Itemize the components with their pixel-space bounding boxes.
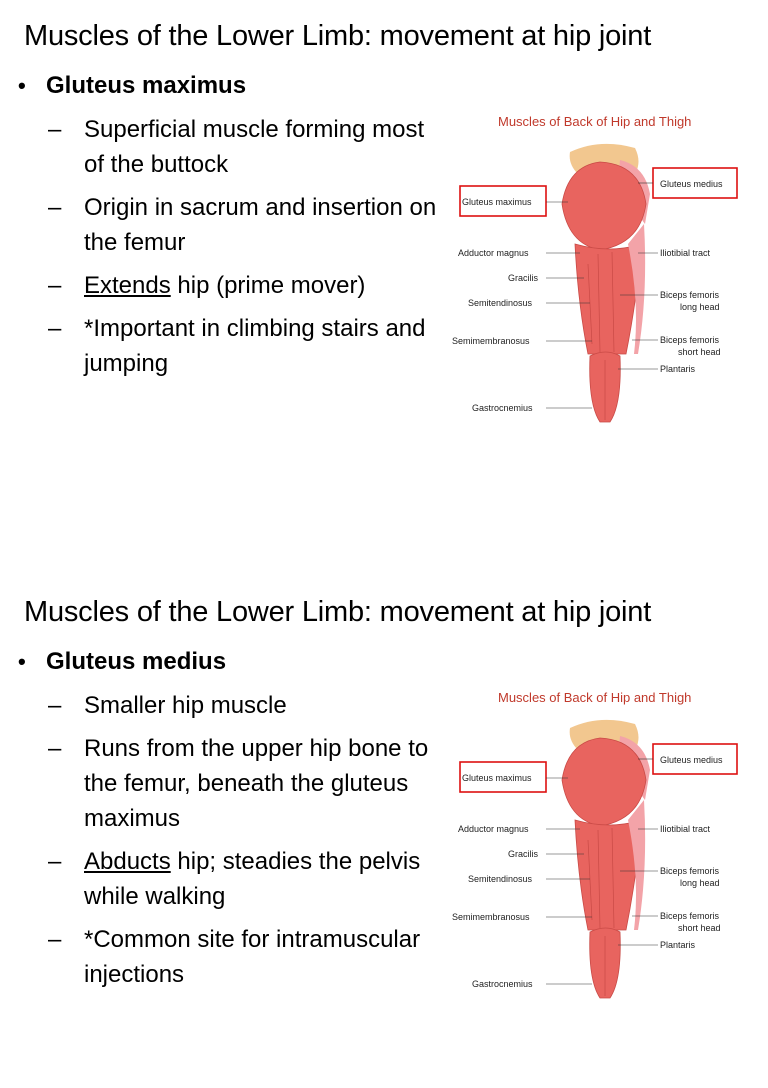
- gluteus-maximus-shape: [561, 161, 647, 251]
- label-gastrocnemius: Gastrocnemius: [472, 403, 533, 413]
- label-biceps-long: Biceps femoris: [660, 866, 720, 876]
- label-semitendinosus: Semitendinosus: [468, 298, 533, 308]
- bullet-dot-icon: •: [18, 73, 26, 98]
- label-semitendinosus: Semitendinosus: [468, 874, 533, 884]
- label-gluteus-medius: Gluteus medius: [660, 755, 723, 765]
- iliotibial-tract-shape: [628, 800, 646, 930]
- slide-1: Muscles of the Lower Limb: movement at h…: [0, 0, 768, 512]
- sub-bullet-text: *Important in climbing stairs and jumpin…: [84, 315, 426, 377]
- main-bullet: • Gluteus medius: [18, 648, 226, 676]
- slide-2: Muscles of the Lower Limb: movement at h…: [0, 576, 768, 1088]
- gluteus-maximus-shape: [561, 737, 647, 827]
- underlined-text: Abducts: [84, 848, 171, 875]
- muscle-fiber-lines: [587, 251, 615, 353]
- label-biceps-long: Biceps femoris: [660, 290, 720, 300]
- muscle-fiber-lines: [587, 827, 615, 929]
- underlined-text: Extends: [84, 272, 171, 299]
- label-biceps-short: Biceps femoris: [660, 335, 720, 345]
- sub-bullet: –*Common site for intramuscular injectio…: [48, 926, 421, 988]
- figure-title: Muscles of Back of Hip and Thigh: [498, 690, 691, 705]
- sub-bullet: –Origin in sacrum and insertion on the f…: [48, 194, 437, 256]
- label-biceps-short: Biceps femoris: [660, 911, 720, 921]
- bullet-text: Gluteus maximus: [46, 72, 247, 99]
- gluteus-maximus-highlight-box: [459, 761, 547, 793]
- main-bullet: • Gluteus maximus: [18, 72, 246, 100]
- sub-bullet-text: Superficial muscle forming most of the b…: [84, 116, 425, 178]
- sub-bullet: –Smaller hip muscle: [48, 692, 287, 719]
- label-adductor-magnus: Adductor magnus: [458, 824, 529, 834]
- sub-bullet: –Abducts hip; steadies the pelvis while …: [48, 848, 421, 910]
- gluteus-maximus-highlight-box: [459, 185, 547, 217]
- sub-bullet-text: hip (prime mover): [170, 272, 366, 299]
- label-iliotibial-tract: Iliotibial tract: [660, 824, 711, 834]
- sub-bullet: –Extends hip (prime mover): [48, 272, 366, 299]
- label-semimembranosus: Semimembranosus: [452, 912, 530, 922]
- label-biceps-short-head: short head: [678, 347, 721, 357]
- thigh-muscle-illustration: Muscles of Back of Hip and Thigh Gluteus…: [452, 690, 738, 999]
- thigh-muscles-shape: [574, 819, 643, 931]
- label-plantaris: Plantaris: [660, 940, 696, 950]
- sub-bullet-text: *Common site for intramuscular injection…: [84, 926, 421, 988]
- figure-title: Muscles of Back of Hip and Thigh: [498, 114, 691, 129]
- sub-bullet: –*Important in climbing stairs and jumpi…: [48, 315, 426, 377]
- label-gracilis: Gracilis: [508, 849, 539, 859]
- sub-bullet-list: –Superficial muscle forming most of the …: [48, 112, 448, 389]
- sub-bullet-text: Smaller hip muscle: [84, 692, 287, 719]
- label-biceps-long-head: long head: [680, 302, 720, 312]
- iliotibial-tract-shape: [628, 224, 646, 354]
- label-gluteus-maximus: Gluteus maximus: [462, 197, 532, 207]
- anatomy-figure: Muscles of Back of Hip and Thigh Gluteus…: [450, 104, 750, 434]
- bullet-dot-icon: •: [18, 649, 26, 674]
- sub-bullet-text: hip; steadies the pelvis while walking: [84, 848, 421, 910]
- slide-title: Muscles of the Lower Limb: movement at h…: [24, 596, 652, 628]
- label-gluteus-medius: Gluteus medius: [660, 179, 723, 189]
- label-iliotibial-tract: Iliotibial tract: [660, 248, 711, 258]
- sub-bullet-text: Runs from the upper hip bone to the femu…: [84, 735, 429, 832]
- thigh-muscles-shape: [574, 243, 643, 355]
- label-plantaris: Plantaris: [660, 364, 696, 374]
- label-gastrocnemius: Gastrocnemius: [472, 979, 533, 989]
- sub-bullet: –Runs from the upper hip bone to the fem…: [48, 735, 429, 832]
- bullet-text: Gluteus medius: [46, 648, 227, 675]
- thigh-muscle-illustration: Muscles of Back of Hip and Thigh Gluteus…: [452, 114, 738, 423]
- sub-bullet: –Superficial muscle forming most of the …: [48, 116, 425, 178]
- sub-bullet-text: Origin in sacrum and insertion on the fe…: [84, 194, 437, 256]
- label-semimembranosus: Semimembranosus: [452, 336, 530, 346]
- label-biceps-long-head: long head: [680, 878, 720, 888]
- label-biceps-short-head: short head: [678, 923, 721, 933]
- label-gracilis: Gracilis: [508, 273, 539, 283]
- sub-bullet-list: –Smaller hip muscle –Runs from the upper…: [48, 688, 448, 1000]
- label-gluteus-maximus: Gluteus maximus: [462, 773, 532, 783]
- anatomy-figure: Muscles of Back of Hip and Thigh Gluteus…: [450, 680, 750, 1010]
- slide-title: Muscles of the Lower Limb: movement at h…: [24, 20, 652, 52]
- label-adductor-magnus: Adductor magnus: [458, 248, 529, 258]
